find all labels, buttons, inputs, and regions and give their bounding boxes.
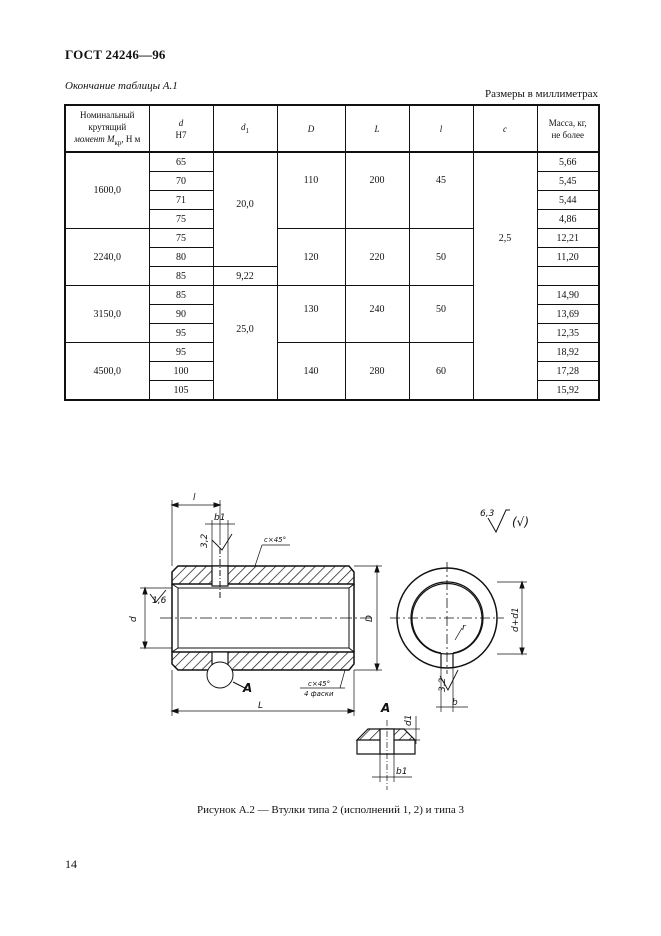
figure-caption: Рисунок А.2 — Втулки типа 2 (исполнений … (197, 804, 464, 816)
cell-d1: 25,0 (212, 285, 278, 401)
cell-l: 45 (408, 151, 474, 229)
cell-torque: 4500,0 (64, 342, 150, 401)
cell-d: 105 (148, 380, 214, 401)
table-row: 95 12,35 (65, 323, 600, 343)
dim-label-L: L (258, 701, 263, 711)
dimensions-table: Номинальный крутящий момент Mкр, Н м d H… (64, 104, 600, 401)
table-row: 70 5,45 (65, 171, 600, 191)
cell-mass: 11,20 (536, 247, 600, 267)
cell-D: 130 (276, 285, 346, 343)
dim-label-b: b (452, 698, 458, 708)
cell-c: 2,5 (472, 151, 538, 401)
cell-L: 280 (344, 342, 410, 401)
table-row: 75 4,86 (65, 209, 600, 229)
section-bottom-wall (171, 651, 355, 671)
col-header-c: c (472, 104, 538, 153)
roughness-general: 6,3 (480, 509, 495, 519)
cell-torque: 3150,0 (64, 285, 150, 343)
chamfer-top-label: c×45° (264, 536, 286, 544)
col-header-D: D (276, 104, 346, 153)
dim-label-d-plus-d1: d+d1 (511, 607, 521, 632)
roughness-right: 3,2 (438, 677, 448, 692)
view-label-A: A (380, 701, 390, 715)
roughness-top: 3,2 (200, 533, 210, 548)
cell-torque: 2240,0 (64, 228, 150, 286)
table-header-row: Номинальный крутящий момент Mкр, Н м d H… (64, 104, 600, 153)
chamfer-bottom-note: 4 фаски (304, 690, 334, 698)
table-row: 100 17,28 (65, 361, 600, 381)
dim-label-b1: b1 (214, 513, 225, 523)
table-row: 1600,0 65 20,0 110 200 45 2,5 5,66 (64, 151, 600, 401)
dim-label-D: D (365, 615, 375, 622)
cell-L: 220 (344, 228, 410, 286)
dim-label-d: d (129, 616, 139, 622)
table-row: 90 13,69 (65, 304, 600, 324)
cell-d: 71 (148, 190, 214, 210)
cell-d1: 20,0 (212, 151, 278, 267)
roughness-general-paren: (√) (512, 515, 529, 529)
table-row: 4500,0 95 140 280 60 18,92 (64, 342, 600, 401)
dim-label-b1-detail: b1 (396, 767, 407, 777)
dim-label-r: r (462, 623, 467, 633)
cell-mass: 15,92 (536, 380, 600, 401)
table-units-note: Размеры в миллиметрах (485, 88, 598, 100)
roughness-left: 1,6 (152, 596, 167, 606)
chamfer-bottom-label: c×45° (308, 680, 330, 688)
cell-mass: 17,28 (536, 361, 600, 381)
col-header-d: d H7 (148, 104, 214, 153)
detail-marker-A: A (242, 681, 252, 695)
col-header-mass: Масса, кг, не более (536, 104, 600, 153)
document-header: ГОСТ 24246—96 (65, 47, 166, 62)
dim-label-d1-detail: d1 (404, 715, 414, 726)
cell-l: 60 (408, 342, 474, 401)
section-top-wall (171, 565, 355, 585)
dim-label-l: l (193, 493, 196, 503)
cell-l: 50 (408, 285, 474, 343)
col-header-torque: Номинальный крутящий момент Mкр, Н м (64, 104, 150, 153)
cell-d: 80 (148, 247, 214, 267)
table-continuation-note: Окончание таблицы А.1 (65, 80, 178, 92)
cell-L: 240 (344, 285, 410, 343)
cell-mass: 9,22 (212, 266, 278, 286)
table-row: 3150,0 85 25,0 130 240 50 14,90 (64, 285, 600, 401)
table-row: 80 11,20 (65, 247, 600, 267)
cell-d: 100 (148, 361, 214, 381)
col-header-L: L (344, 104, 410, 153)
page-number: 14 (65, 857, 77, 871)
table-row: 105 15,92 (65, 380, 600, 401)
